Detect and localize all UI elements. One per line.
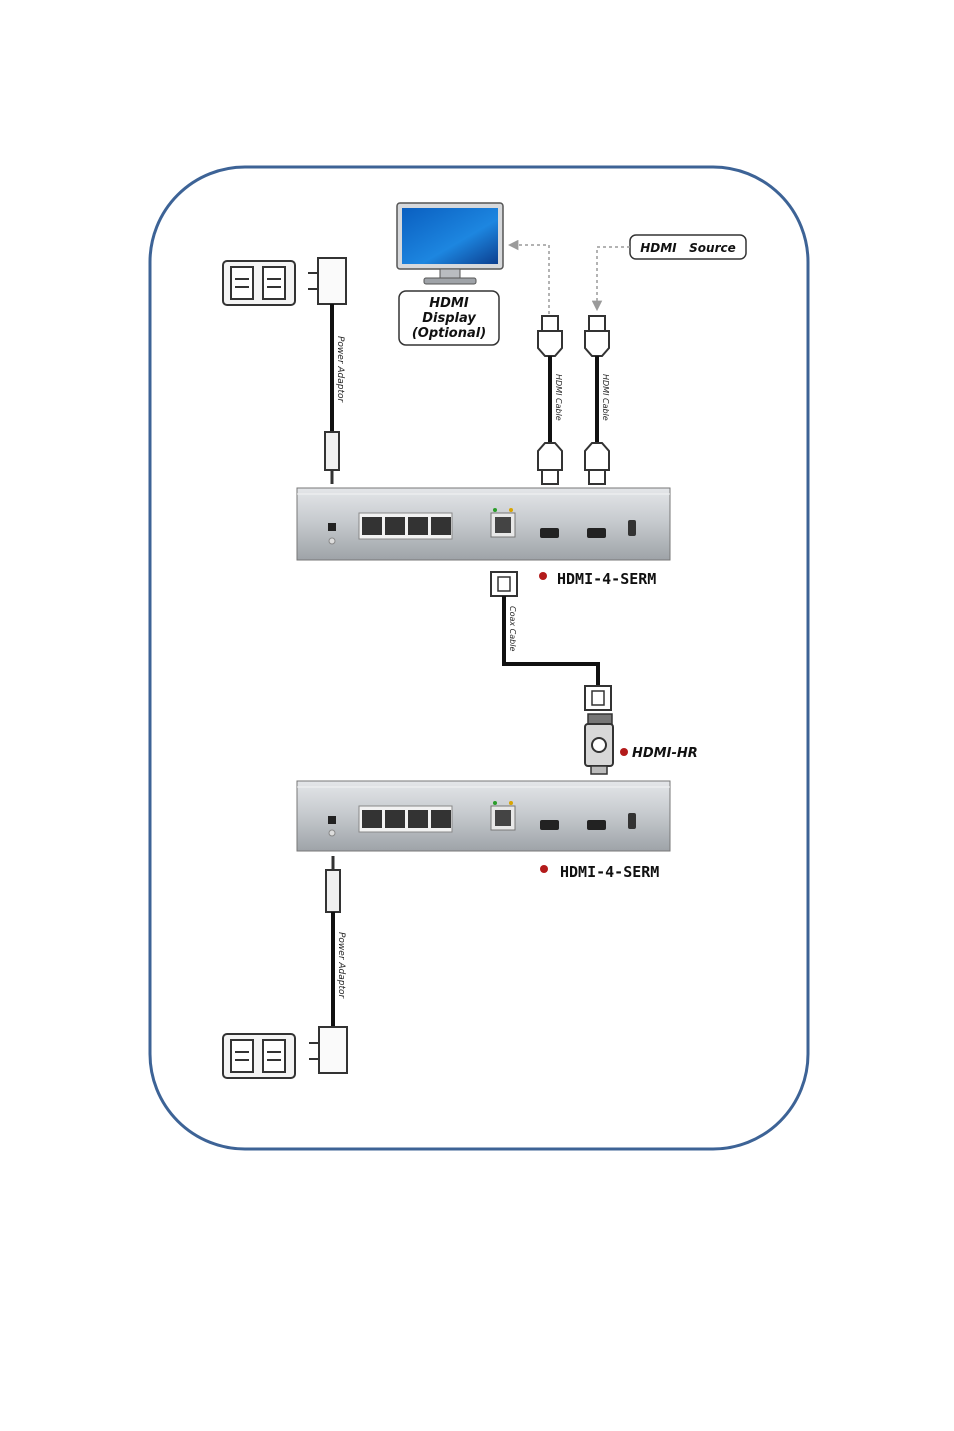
receiver-label: HDMI-HR: [632, 746, 698, 761]
hdmi-source-box: HDMI Source: [629, 234, 747, 260]
hdmi-in-port-icon: [587, 820, 606, 830]
hdmi-out-port-icon: [540, 820, 559, 830]
coax-cable-label: Coax Cable: [508, 606, 517, 651]
device-top-label: HDMI-4-SERM: [557, 570, 656, 588]
power-port-icon: [328, 523, 336, 531]
hdmi-in-port-icon: [587, 528, 606, 538]
coax-port-icon: [490, 508, 516, 538]
display-label-line1: HDMI: [429, 296, 469, 311]
monitor-icon: [396, 202, 504, 285]
rj45-ports-icon: [358, 805, 453, 833]
hdmi-cable-left-label: HDMI Cable: [554, 374, 563, 421]
receiver-icon: [584, 713, 614, 775]
switch-icon: [628, 520, 636, 536]
diagram-frame: [148, 165, 810, 1151]
power-adapter-bottom-label: Power Adaptor: [336, 932, 346, 1000]
device-bottom: [296, 780, 671, 852]
receiver-marker: [620, 748, 628, 756]
hdmi-source-label: HDMI Source: [640, 241, 736, 255]
coax-port-icon: [490, 801, 516, 831]
arrow-to-display: [507, 239, 550, 314]
device-bottom-marker: [540, 865, 548, 873]
hdmi-cable-right-label: HDMI Cable: [601, 374, 610, 421]
device-top: [296, 487, 671, 561]
power-adapter-top-label: Power Adaptor: [335, 336, 345, 404]
display-label-box: HDMI Display (Optional): [398, 290, 500, 346]
display-label-line2: Display: [422, 311, 476, 326]
rj45-ports-icon: [358, 512, 453, 540]
hdmi-cable-left-icon: [537, 315, 563, 485]
power-port-icon: [328, 816, 336, 824]
power-adapter-bottom-icon: [309, 856, 348, 1074]
hdmi-out-port-icon: [540, 528, 559, 538]
switch-icon: [628, 813, 636, 829]
wall-outlet-bottom-icon: [222, 1033, 296, 1079]
power-adapter-top-icon: [308, 257, 347, 484]
display-label-line3: (Optional): [412, 326, 486, 341]
hdmi-cable-right-icon: [584, 315, 610, 485]
device-top-marker: [539, 572, 547, 580]
device-bottom-label: HDMI-4-SERM: [560, 863, 659, 881]
arrow-from-source: [591, 246, 630, 312]
coax-cable-icon: [490, 571, 612, 711]
wall-outlet-top-icon: [222, 260, 296, 306]
